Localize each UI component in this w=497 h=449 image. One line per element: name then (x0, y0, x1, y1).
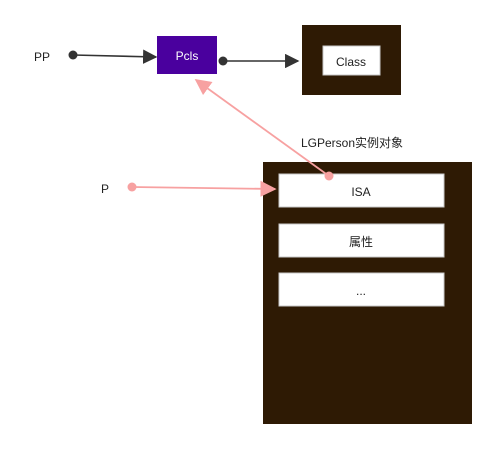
isa-label: ISA (351, 185, 370, 199)
class-box (322, 45, 381, 76)
pcls-box (157, 36, 217, 74)
object-title: LGPerson实例对象 (301, 135, 403, 150)
p-label: P (101, 182, 109, 196)
isa-slot (278, 173, 445, 208)
pp-label: PP (34, 50, 50, 64)
pcls-label: Pcls (176, 49, 199, 63)
more-label: ... (356, 284, 366, 298)
attributes-label: 属性 (349, 235, 373, 249)
pp-to-pcls-arrow (72, 49, 158, 64)
isa-to-pcls-arrow (194, 79, 330, 177)
more-slot (278, 272, 445, 307)
attributes-slot (278, 223, 445, 258)
p-to-object-arrow (131, 180, 277, 197)
class-label: Class (336, 55, 366, 69)
